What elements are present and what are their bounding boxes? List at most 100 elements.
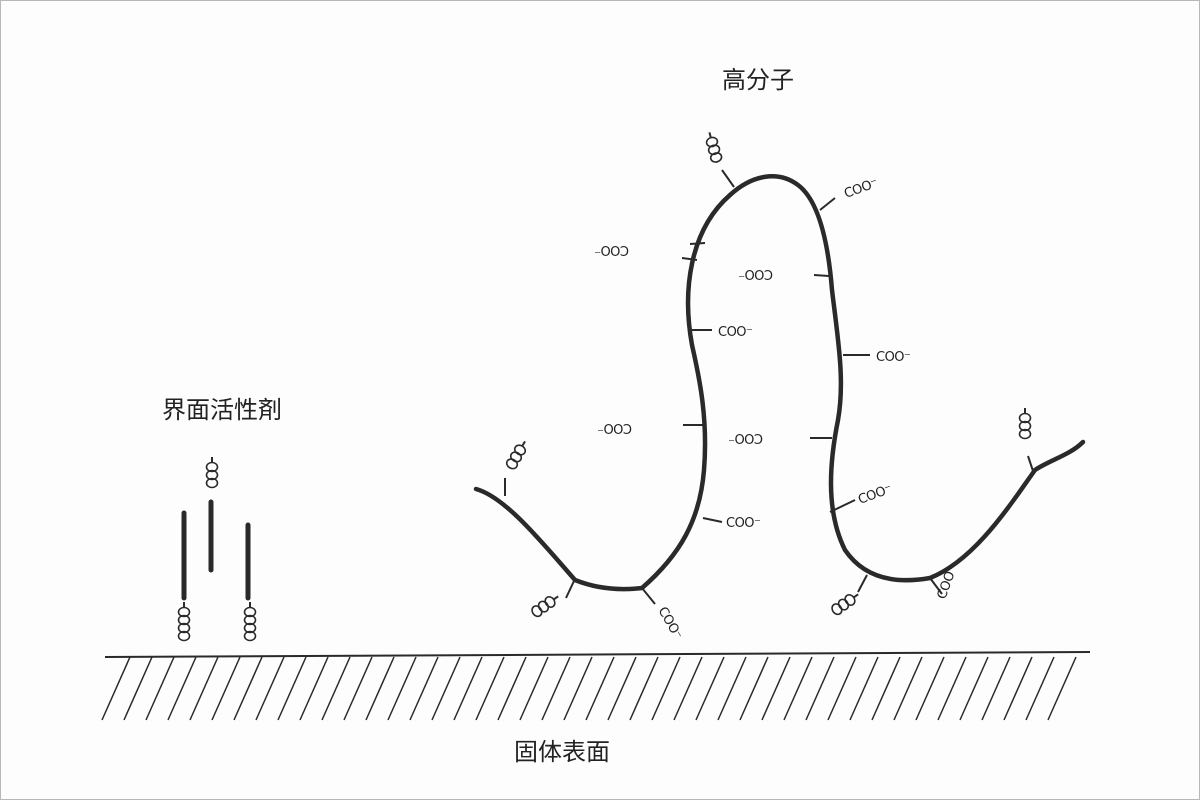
carboxylate-group: COO⁻ (595, 242, 629, 257)
hatch-line (761, 656, 791, 721)
coil-loop (707, 144, 721, 156)
coil-tick (853, 593, 859, 598)
hatch-line (255, 656, 285, 721)
hatch-line (365, 656, 395, 721)
hatch-line (563, 656, 593, 721)
hatch-line (893, 656, 923, 721)
carboxylate-group: COO⁻ (655, 605, 685, 642)
hatch-line (167, 656, 197, 721)
coil-loop (243, 630, 257, 642)
coil-loop (205, 477, 219, 489)
surfactant-molecule (243, 522, 257, 642)
hatch-line (783, 656, 813, 721)
coil-loop (709, 152, 723, 163)
hatch-line (871, 656, 901, 721)
coil-loop (844, 594, 856, 606)
carboxylate-group: COO⁻ (856, 482, 893, 508)
hatch-line (585, 656, 615, 721)
carboxylate-group: COO⁻ (729, 430, 763, 445)
hatch-line (519, 656, 549, 721)
coil-loop (1018, 428, 1032, 440)
carboxylate-group: COO⁻ (726, 516, 760, 531)
hatch-line (629, 656, 659, 721)
hatch-line (1025, 656, 1055, 721)
coil-group-icon (505, 440, 527, 470)
surface-line (104, 651, 1091, 658)
coil-loop (243, 606, 257, 618)
coil-loop (177, 630, 191, 642)
carboxylate-group: COO⁻ (876, 350, 910, 365)
coil-loop (831, 603, 843, 616)
hatch-line (211, 656, 241, 721)
hatch-line (189, 656, 219, 721)
hatch-line (101, 656, 131, 721)
head-group-icon (205, 457, 219, 489)
coil-group-icon (1018, 408, 1032, 440)
carboxylate-group: COO⁻ (935, 564, 961, 601)
hatch-line (409, 656, 439, 721)
hatch-line (695, 656, 725, 721)
carboxylate-groups: COO⁻ COO⁻ COO⁻ COO⁻ COO⁻ COO⁻ COO⁻ COO⁻ … (595, 176, 961, 642)
hatch-line (145, 656, 175, 721)
coil-loop (837, 598, 850, 611)
coil-loop (1018, 412, 1032, 424)
hatch-line (937, 656, 967, 721)
hatch-line (717, 656, 747, 721)
coil-tick (521, 440, 526, 447)
hatch-line (497, 656, 527, 721)
hatch-line (277, 656, 307, 721)
coil-group-icon (531, 595, 559, 618)
head-group-icon (177, 602, 191, 642)
hatch-line (123, 656, 153, 721)
hatch-line (233, 656, 263, 721)
carboxylate-group: COO⁻ (842, 176, 879, 202)
surfactant-molecule (177, 510, 191, 642)
hatch-line (475, 656, 505, 721)
hatch-line (1003, 656, 1033, 721)
surfactant-molecules (177, 457, 257, 642)
coil-tick (708, 132, 712, 138)
hatch-line (453, 656, 483, 721)
carboxylate-group: COO⁻ (598, 420, 632, 435)
polymer-label: 高分子 (722, 66, 794, 94)
coil-loop (177, 614, 191, 626)
coil-loop (205, 469, 219, 481)
hatch-line (673, 656, 703, 721)
surface-hatching (101, 656, 1077, 721)
coil-loop (513, 444, 527, 456)
coil-loop (705, 136, 719, 148)
hatch-line (299, 656, 329, 721)
coil-loop (243, 622, 257, 634)
coil-loop (177, 606, 191, 618)
coil-loop (505, 458, 519, 470)
solid-surface-label: 固体表面 (514, 738, 610, 766)
hatch-line (959, 656, 989, 721)
hatch-line (849, 656, 879, 721)
coil-loop (177, 622, 191, 634)
polymer-chain: COO⁻ COO⁻ COO⁻ COO⁻ COO⁻ COO⁻ COO⁻ COO⁻ … (473, 132, 1086, 642)
surfactant-molecule (205, 457, 219, 573)
hatch-line (607, 656, 637, 721)
hatch-line (541, 656, 571, 721)
hatch-line (915, 656, 945, 721)
hatch-line (981, 656, 1011, 721)
polymer-backbone (473, 174, 1086, 592)
hatch-line (827, 656, 857, 721)
coil-loop (544, 596, 556, 608)
coil-loop (509, 451, 523, 463)
hatch-line (343, 656, 373, 721)
side-group-stems (504, 169, 1034, 605)
coil-group-icon (705, 132, 723, 163)
head-group-icon (243, 602, 257, 642)
hatch-line (739, 656, 769, 721)
hatch-line (431, 656, 461, 721)
hatch-line (651, 656, 681, 721)
hatch-line (387, 656, 417, 721)
hatch-line (805, 656, 835, 721)
coiled-groups (505, 132, 1032, 618)
coil-loop (531, 605, 543, 618)
coil-group-icon (831, 593, 859, 616)
carboxylate-group: COO⁻ (739, 266, 773, 281)
